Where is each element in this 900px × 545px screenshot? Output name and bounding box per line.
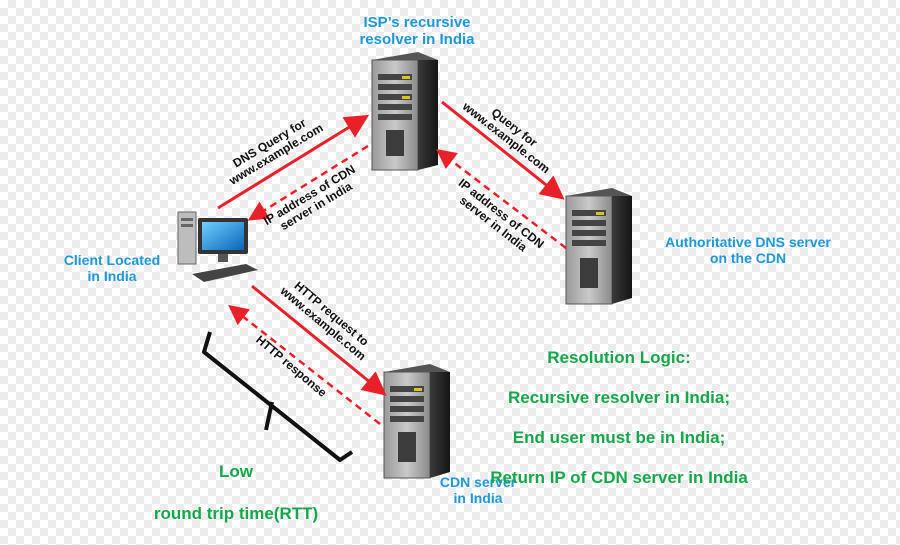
query-for-arrow [441,100,565,200]
resolution-logic-line-1: Recursive resolver in India; [507,388,731,407]
resolution-logic-line-2: End user must be in India; [512,428,726,447]
rtt-label-line-1: Low [219,462,253,481]
rtt-label: Low round trip time(RTT) [126,440,346,545]
resolution-logic-title: Resolution Logic: [547,348,691,367]
rtt-bracket [202,331,354,462]
isp-resolver-label: ISP’s recursive resolver in India [359,14,475,48]
resolution-logic-line-3: Return IP of CDN server in India [490,468,748,487]
rtt-label-line-2: round trip time(RTT) [153,504,319,523]
dns-cdn-diagram [177,52,632,479]
authoritative-dns-server-icon [565,188,632,305]
cdn-server-label: CDN server in India [439,474,517,506]
ip-address-right-arrow [436,148,567,249]
resolution-logic-block: Resolution Logic: Recursive resolver in … [454,328,784,508]
authoritative-dns-label: Authoritative DNS server on the CDN [665,234,831,266]
client-computer-icon [177,211,258,282]
isp-resolver-server-icon [371,52,438,171]
dns-query-arrow [217,114,370,210]
client-label: Client Located in India [63,252,161,284]
http-response-arrow [228,304,381,425]
ip-address-left-arrow [247,144,369,221]
http-request-arrow [251,284,387,396]
cdn-server-icon [383,364,450,479]
